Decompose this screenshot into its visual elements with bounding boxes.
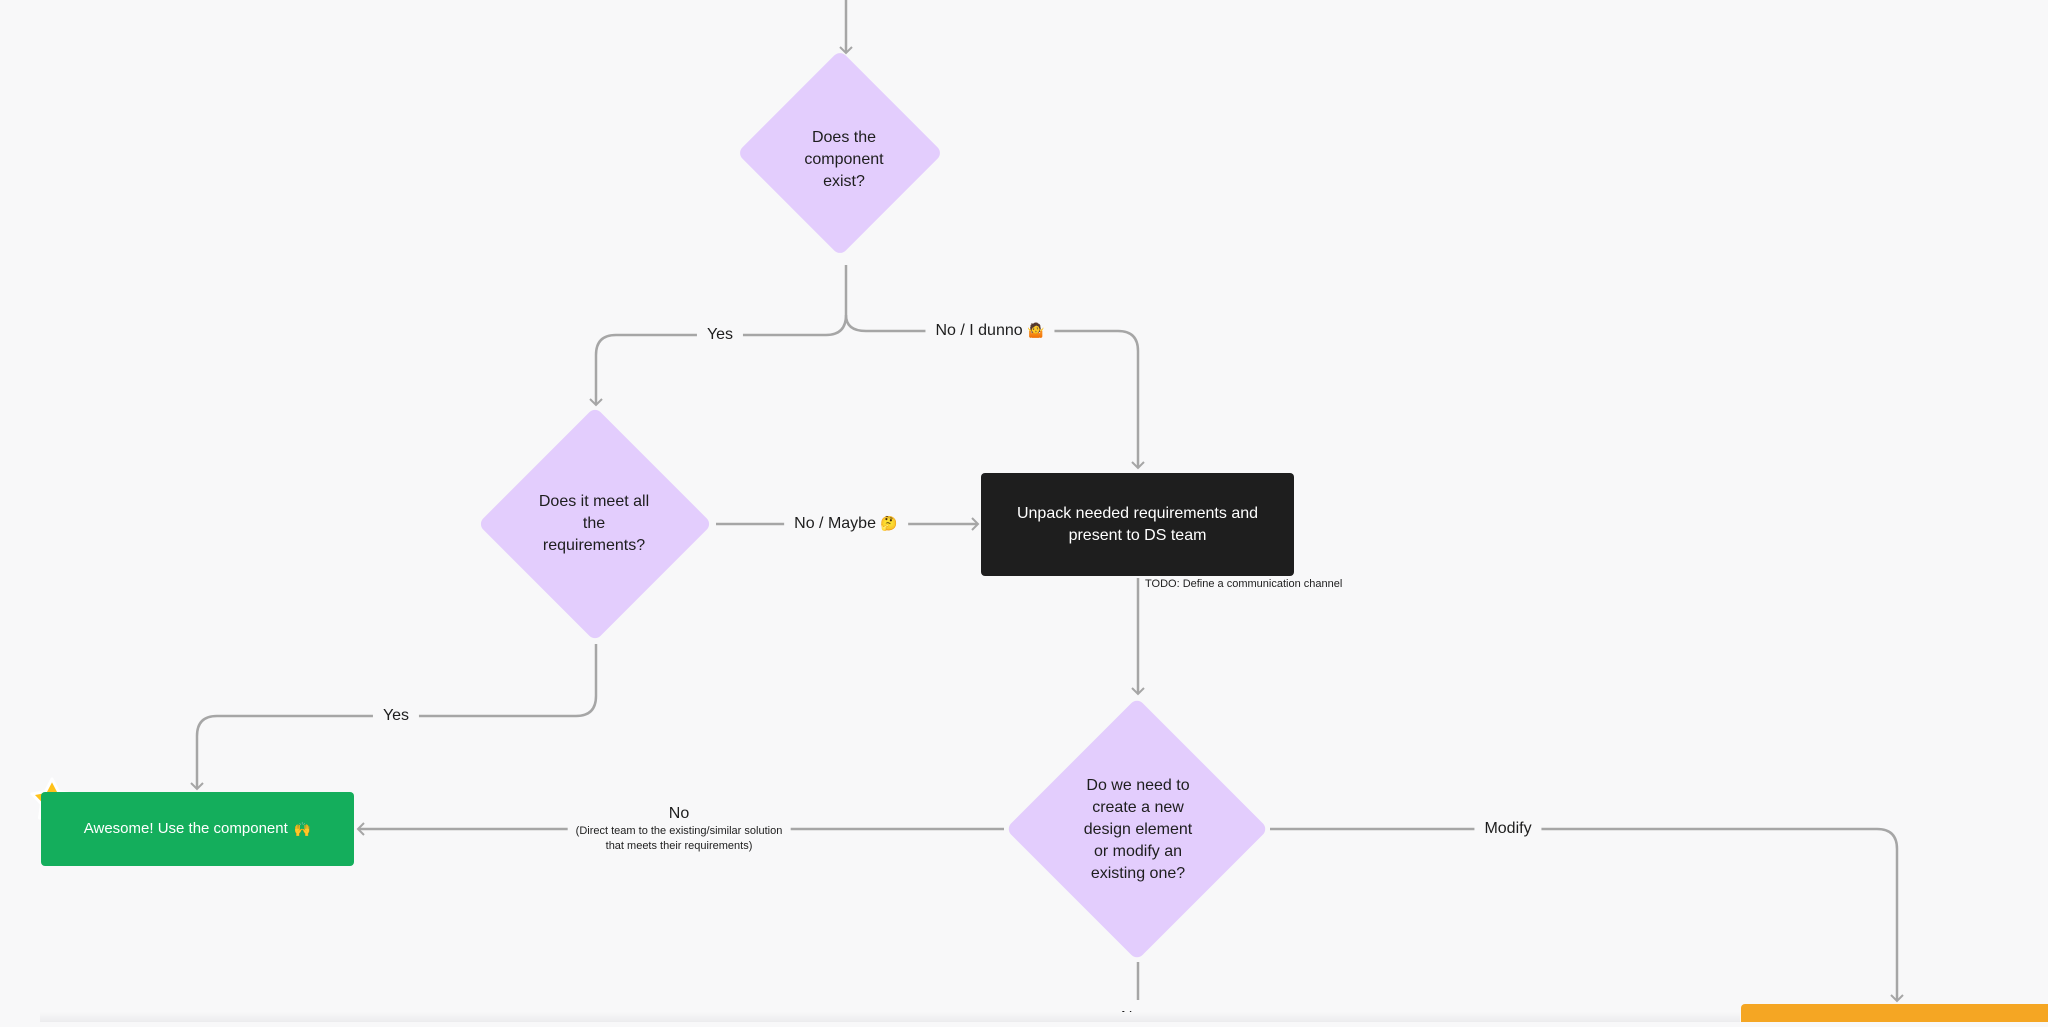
edge-label-no-maybe: No / Maybe 🤔 [784, 515, 908, 533]
process-unpack-box[interactable]: Unpack needed requirements and present t… [981, 473, 1294, 576]
raised-hands-icon: 🙌 [293, 821, 312, 837]
connector-decide-modify [1270, 827, 1904, 1003]
result-use-component-box[interactable]: Awesome! Use the component 🙌 [41, 792, 354, 866]
thinking-face-icon: 🤔 [880, 515, 898, 531]
connector-exist-no [844, 314, 1145, 470]
todo-note: TODO: Define a communication channel [1145, 578, 1343, 590]
result-modify-box[interactable] [1741, 1004, 2048, 1022]
edge-label-yes-bottom: Yes [372, 707, 420, 725]
canvas-bottom-edge [40, 1012, 1740, 1022]
edge-label-no: No (Direct team to the existing/similar … [567, 802, 791, 856]
edge-label-modify: Modify [1474, 820, 1542, 838]
edge-label-no-dunno: No / I dunno 🤷 [925, 322, 1055, 340]
decision-new-or-modify-label: Do we need to create a new design elemen… [1083, 777, 1193, 882]
edge-label-yes-top: Yes [696, 326, 744, 344]
decision-meet-label: Does it meet all the requirements? [538, 493, 650, 554]
decision-exist-label: Does the component exist? [804, 129, 884, 190]
result-use-component-label: Awesome! Use the component [83, 820, 288, 837]
shrug-icon: 🤷 [1027, 322, 1045, 338]
